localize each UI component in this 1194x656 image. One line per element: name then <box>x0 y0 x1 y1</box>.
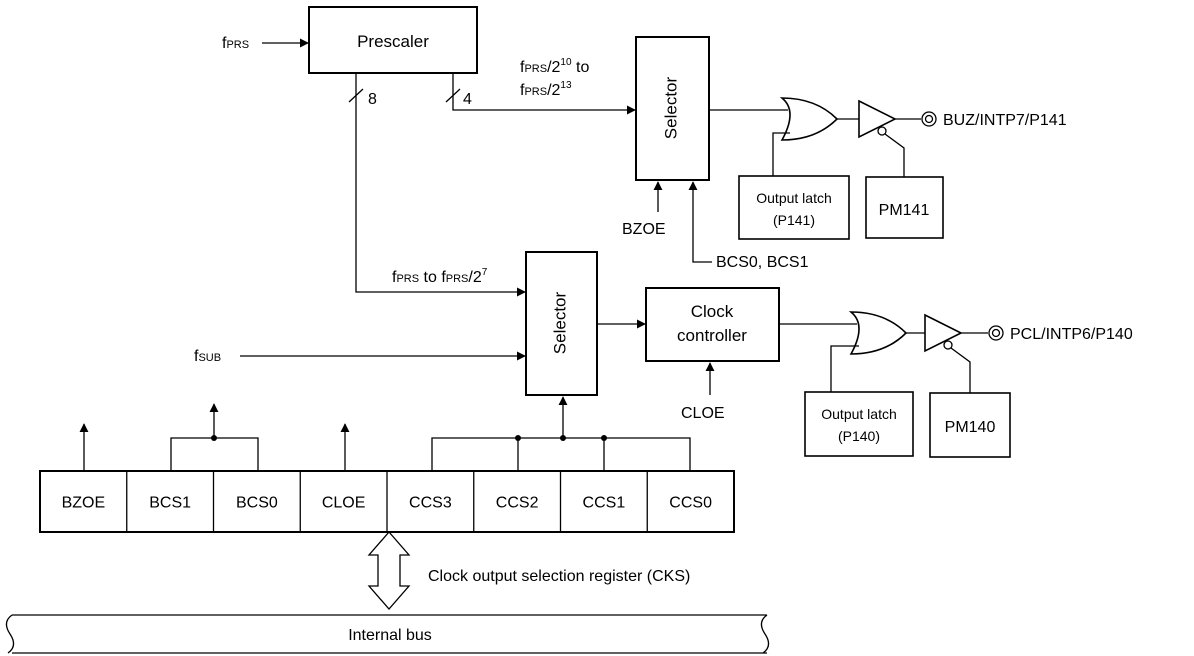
buz-freq-line1: fPRS/210 to <box>520 57 589 76</box>
cloe-signal-label: CLOE <box>681 405 725 422</box>
selector-buz-label: Selector <box>661 76 680 139</box>
cks-register: BZOE BCS1 BCS0 CLOE CCS3 CCS2 CCS1 CCS0 <box>39 470 735 533</box>
svg-text:PM141: PM141 <box>879 202 930 219</box>
svg-text:controller: controller <box>677 326 747 345</box>
bus-8-label: 8 <box>368 91 377 108</box>
selector-pcl: Selector <box>525 251 598 396</box>
svg-text:PM140: PM140 <box>945 419 996 436</box>
bus-4-to-selector <box>452 73 636 115</box>
svg-text:Output latch: Output latch <box>821 406 897 422</box>
clock-controller: Clock controller <box>645 287 780 362</box>
pin-buz-inner <box>924 114 934 124</box>
buffer-buz <box>858 99 897 139</box>
prescaler: Prescaler <box>308 6 478 74</box>
svg-text:fPRS: fPRS <box>222 35 249 52</box>
pm141-register: PM141 <box>865 176 944 239</box>
pm140-register: PM140 <box>929 392 1011 458</box>
pin-pcl-inner <box>991 328 1001 338</box>
bzoe-signal-label: BZOE <box>622 221 666 238</box>
register-bit-bzoe: BZOE <box>62 495 106 512</box>
internal-bus: Internal bus <box>5 614 770 654</box>
register-bit-ccs0: CCS0 <box>669 495 712 512</box>
register-bit-cloe: CLOE <box>322 495 366 512</box>
fprs-f: f <box>222 35 227 52</box>
svg-text:(P141): (P141) <box>773 212 815 228</box>
buz-freq-line2: fPRS/213 <box>520 80 572 99</box>
pin-buz-label: BUZ/INTP7/P141 <box>943 112 1067 129</box>
selector-buz: Selector <box>635 36 710 181</box>
bus-8-to-selector <box>355 73 526 297</box>
pin-pcl-label: PCL/INTP6/P140 <box>1010 326 1133 343</box>
bcs-signal-label: BCS0, BCS1 <box>716 254 809 271</box>
register-bit-ccs1: CCS1 <box>583 495 626 512</box>
latch-to-or-pcl <box>830 345 859 392</box>
bcs-arrow <box>688 181 712 263</box>
latch-to-or-buz <box>772 132 790 176</box>
buffer-enable-bubble-buz <box>877 126 887 136</box>
register-bit-bcs1: BCS1 <box>149 495 191 512</box>
output-latch-p141: Output latch (P141) <box>738 175 850 240</box>
fprs-sub: PRS <box>226 39 249 51</box>
svg-text:Output latch: Output latch <box>756 190 832 206</box>
buffer-enable-bubble-pcl <box>943 340 953 350</box>
prescaler-label: Prescaler <box>357 32 429 51</box>
or-gate-buz <box>779 97 839 141</box>
selector-pcl-label: Selector <box>550 291 569 354</box>
register-bit-ccs2: CCS2 <box>496 495 539 512</box>
buffer-pcl <box>924 313 963 353</box>
internal-bus-label: Internal bus <box>348 627 432 644</box>
ccs-join-dot-1 <box>515 435 521 441</box>
bus-4-label: 4 <box>463 91 472 108</box>
bus-4-slash <box>445 88 461 103</box>
register-name-label: Clock output selection register (CKS) <box>428 568 690 585</box>
register-bit-ccs3: CCS3 <box>409 495 452 512</box>
ccs-bits-join <box>431 437 691 471</box>
pm141-to-buffer <box>884 133 905 177</box>
fprs-input: fPRS <box>222 35 309 52</box>
or-gate-pcl <box>848 311 908 355</box>
output-latch-p140: Output latch (P140) <box>804 391 914 457</box>
bcs-join-dot <box>211 435 217 441</box>
bus-8-slash <box>348 88 364 103</box>
ccs-join-dot-3 <box>601 435 607 441</box>
bcs-bits-join <box>170 437 259 471</box>
register-bit-bcs0: BCS0 <box>236 495 278 512</box>
pcl-freq-label: fPRS to fPRS/27 <box>392 267 488 286</box>
pm140-to-buffer <box>950 347 971 393</box>
svg-text:(P140): (P140) <box>838 428 880 444</box>
fsub-input-label: fSUB <box>194 348 221 365</box>
register-bus-double-arrow <box>367 531 411 610</box>
svg-text:Clock: Clock <box>691 302 734 321</box>
